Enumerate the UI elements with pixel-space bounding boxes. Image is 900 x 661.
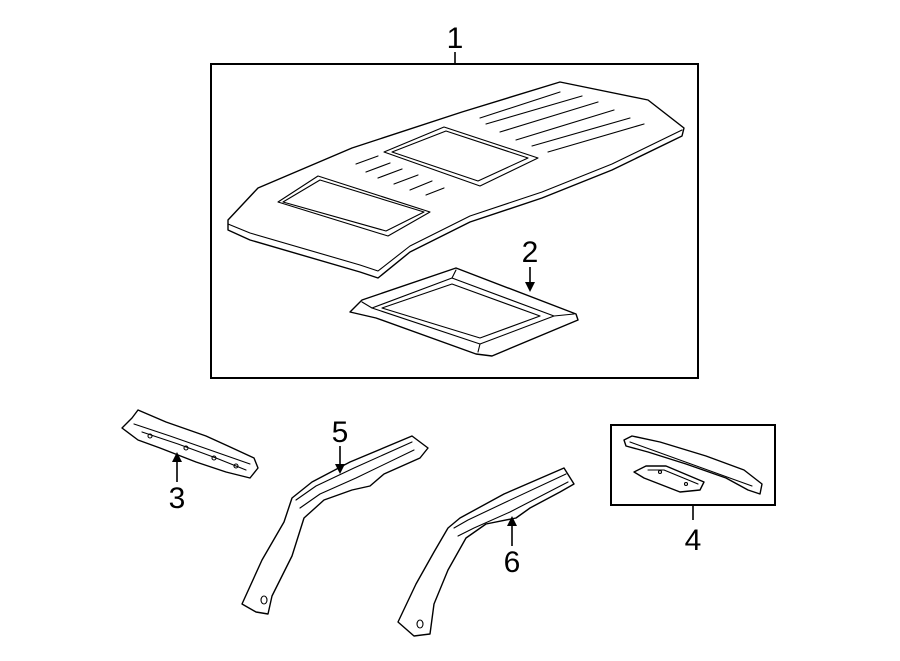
front-pillar-group: 5 [241,416,429,615]
roof-bow-group: 4 [610,424,776,557]
leader-arrow-5 [335,464,345,474]
roof-panel-group: 1 2 [210,22,699,379]
roof-panel-frame [210,63,699,379]
roof-bow-bracket [633,465,705,493]
leader-arrow-2 [525,282,535,292]
callout-1: 1 [447,22,464,55]
callout-5: 5 [332,416,349,449]
roof-bow [623,435,763,495]
roof-header-panel [121,409,259,479]
roof-panel [227,81,685,279]
callout-3: 3 [169,482,186,515]
roof-header-panel-group: 3 [121,409,259,515]
inner-windshield-pillar [397,467,575,637]
callout-6: 6 [504,546,521,579]
front-pillar [241,435,429,615]
callout-4: 4 [685,524,702,557]
inner-pillar-group: 6 [397,467,575,637]
leader-arrow-3 [172,452,182,462]
leader-arrow-6 [507,516,517,526]
callout-2: 2 [522,236,539,269]
sunroof-reinforcement-frame [349,267,579,357]
